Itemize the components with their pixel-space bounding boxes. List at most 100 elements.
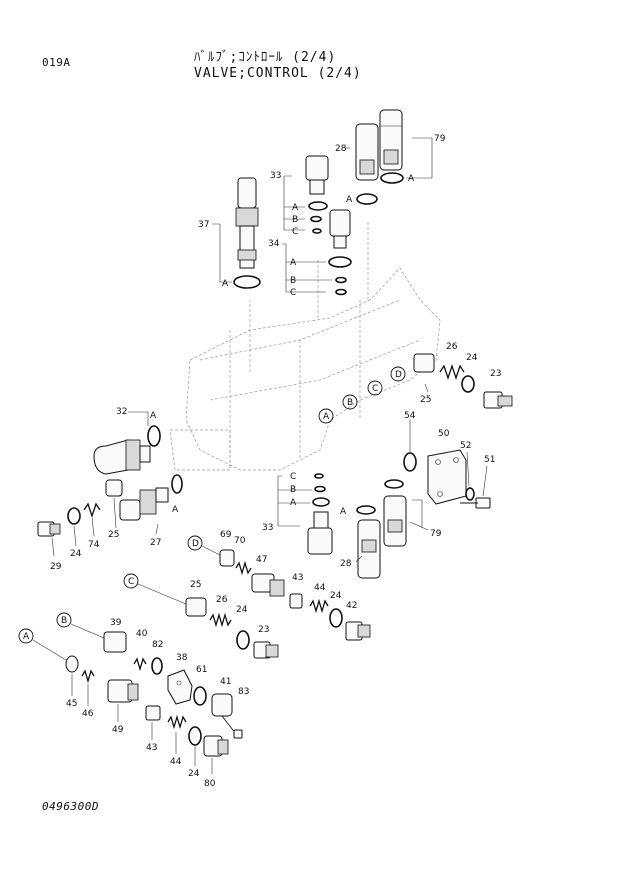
relief-valve-icon xyxy=(93,439,151,475)
callout-24: 24 xyxy=(70,549,82,559)
ref-letter-c: C xyxy=(292,227,298,237)
title-japanese: ﾊﾞﾙﾌﾞ;ｺﾝﾄﾛｰﾙ (2/4) xyxy=(194,50,337,65)
ref-letter-b: B xyxy=(292,215,298,225)
plug-icon xyxy=(211,693,233,717)
spring-icon xyxy=(439,363,465,381)
callout-24: 24 xyxy=(236,605,248,615)
ref-letter-a: A xyxy=(172,505,179,515)
callout-79: 79 xyxy=(434,134,446,144)
o-ring-icon xyxy=(193,686,207,706)
callout-43: 43 xyxy=(292,573,303,583)
svg-text:C: C xyxy=(128,577,134,587)
cover-plate-icon xyxy=(427,449,467,505)
o-ring-icon xyxy=(233,275,261,289)
ref-circle-b: B xyxy=(56,612,72,628)
o-ring-icon xyxy=(314,485,326,493)
plug-icon xyxy=(329,209,351,249)
ref-circle-b: B xyxy=(342,394,358,410)
callout-32: 32 xyxy=(116,407,127,417)
svg-text:D: D xyxy=(395,370,402,380)
ref-letter-a: A xyxy=(346,195,353,205)
callout-40: 40 xyxy=(136,629,148,639)
callout-39: 39 xyxy=(110,618,122,628)
ref-circle-c: C xyxy=(367,380,383,396)
o-ring-icon xyxy=(329,608,343,628)
valve-body-icon xyxy=(169,220,441,471)
callout-25: 25 xyxy=(420,395,431,405)
drawing-number: 0496300D xyxy=(42,800,99,813)
ref-letter-c: C xyxy=(290,288,296,298)
sleeve-icon xyxy=(145,705,161,721)
callout-24: 24 xyxy=(188,769,200,779)
callout-23: 23 xyxy=(490,369,501,379)
callout-61: 61 xyxy=(196,665,207,675)
o-ring-icon xyxy=(308,201,328,211)
ref-circle-c: C xyxy=(123,573,139,589)
callout-44: 44 xyxy=(314,583,326,593)
o-ring-icon xyxy=(314,473,324,479)
plug-icon xyxy=(413,353,435,373)
o-ring-icon xyxy=(171,474,183,494)
svg-text:D: D xyxy=(192,539,199,549)
ref-letter-a: A xyxy=(340,507,347,517)
spring-icon xyxy=(235,560,252,576)
ref-letter-a: A xyxy=(292,203,299,213)
plug-icon xyxy=(307,511,333,555)
callout-26: 26 xyxy=(216,595,228,605)
svg-text:A: A xyxy=(323,412,330,422)
bolt-icon xyxy=(460,497,491,509)
callout-82: 82 xyxy=(152,640,163,650)
callout-50: 50 xyxy=(438,429,450,439)
ref-circle-a: A xyxy=(18,628,34,644)
sleeve-icon xyxy=(107,679,139,703)
relief-valve-icon xyxy=(119,487,169,521)
bolt-icon xyxy=(221,715,243,739)
callout-69: 69 xyxy=(220,530,232,540)
o-ring-icon xyxy=(188,726,202,746)
o-ring-icon xyxy=(67,507,81,525)
ref-letter-a: A xyxy=(290,498,297,508)
callout-27: 27 xyxy=(150,538,161,548)
ref-circle-a: A xyxy=(318,408,334,424)
callout-54: 54 xyxy=(404,411,416,421)
svg-text:A: A xyxy=(23,632,30,642)
o-ring-icon xyxy=(356,193,378,205)
washer-icon xyxy=(65,655,79,673)
o-ring-icon xyxy=(151,657,163,675)
callout-28: 28 xyxy=(340,559,352,569)
o-ring-icon xyxy=(328,256,352,268)
o-ring-icon xyxy=(335,276,347,284)
callout-34: 34 xyxy=(268,239,280,249)
callout-51: 51 xyxy=(484,455,495,465)
plug-icon xyxy=(253,641,279,659)
callout-46: 46 xyxy=(82,709,94,719)
callout-24: 24 xyxy=(330,591,342,601)
svg-text:B: B xyxy=(61,616,67,626)
callout-28: 28 xyxy=(335,144,347,154)
callout-26: 26 xyxy=(446,342,458,352)
callout-41: 41 xyxy=(220,677,231,687)
callout-23: 23 xyxy=(258,625,269,635)
callout-80: 80 xyxy=(204,779,216,789)
callout-33: 33 xyxy=(270,171,281,181)
o-ring-icon xyxy=(461,375,475,393)
o-ring-icon xyxy=(356,505,376,515)
ref-letter-a: A xyxy=(150,411,157,421)
callout-45: 45 xyxy=(66,699,77,709)
sleeve-icon xyxy=(219,549,235,567)
ref-letter-b: B xyxy=(290,276,296,286)
ref-letter-a: A xyxy=(222,279,229,289)
relief-valve-icon xyxy=(355,109,403,181)
callout-25: 25 xyxy=(108,530,119,540)
callout-83: 83 xyxy=(238,687,249,697)
ref-circle-d: D xyxy=(390,366,406,382)
callout-29: 29 xyxy=(50,562,62,572)
poppet-icon xyxy=(251,573,285,597)
o-ring-icon xyxy=(312,497,330,507)
plug-icon xyxy=(185,597,207,617)
callout-49: 49 xyxy=(112,725,124,735)
spring-icon xyxy=(209,612,232,628)
o-ring-icon xyxy=(384,479,404,489)
o-ring-icon xyxy=(380,172,404,184)
